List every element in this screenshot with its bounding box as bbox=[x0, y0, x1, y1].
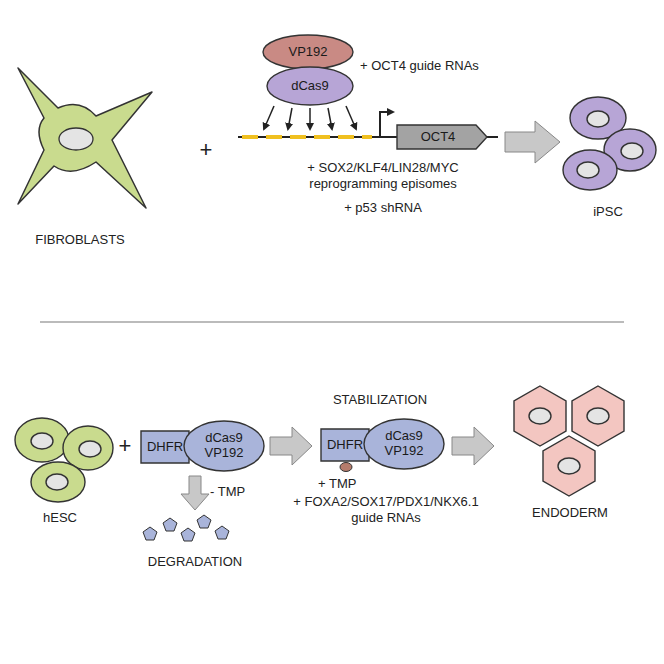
dcas9-vp192-protein: dCas9 VP192 bbox=[183, 420, 265, 472]
node-text: DHFR bbox=[147, 440, 183, 455]
cell-label: FIBROBLASTS bbox=[14, 232, 146, 248]
divider bbox=[40, 321, 624, 323]
process-arrow bbox=[505, 121, 560, 163]
node-text: VP192 bbox=[288, 45, 327, 60]
process-label: DEGRADATION bbox=[130, 554, 260, 570]
cell-label: hESC bbox=[20, 510, 100, 526]
plus-sign: + bbox=[195, 136, 217, 164]
vp192-domain: VP192 bbox=[262, 34, 354, 70]
reagent-label: + p53 shRNA bbox=[285, 200, 481, 216]
node-text: OCT4 bbox=[421, 130, 456, 145]
degraded-fragments bbox=[143, 515, 229, 541]
condition-label: + TMP bbox=[318, 476, 388, 492]
dhfr-domain: DHFR bbox=[320, 428, 370, 462]
cell-label: ENDODERM bbox=[508, 505, 632, 521]
hesc-cells bbox=[15, 418, 113, 502]
node-text: dCas9 VP192 bbox=[192, 431, 256, 461]
dhfr-domain: DHFR bbox=[140, 430, 190, 464]
dcas9-vp192-protein: dCas9 VP192 bbox=[363, 418, 445, 470]
endoderm-cells bbox=[514, 386, 624, 496]
cell-label: iPSC bbox=[568, 204, 648, 220]
reagent-label: + OCT4 guide RNAs bbox=[360, 58, 500, 74]
process-arrow bbox=[452, 427, 494, 465]
condition-label: - TMP bbox=[210, 484, 270, 500]
tmp-molecule bbox=[340, 463, 352, 472]
reagent-label: + FOXA2/SOX17/PDX1/NKX6.1 guide RNAs bbox=[286, 494, 486, 527]
gene-box: OCT4 bbox=[396, 124, 488, 150]
process-arrow bbox=[181, 476, 209, 510]
fibroblast-cell bbox=[18, 68, 152, 208]
process-arrow bbox=[270, 427, 312, 465]
reagent-label: + SOX2/KLF4/LIN28/MYC reprogramming epis… bbox=[285, 160, 481, 193]
node-text: dCas9 VP192 bbox=[372, 429, 436, 459]
plus-sign: + bbox=[114, 432, 136, 460]
node-text: DHFR bbox=[327, 438, 363, 453]
process-label: STABILIZATION bbox=[310, 392, 450, 408]
binding-arrows bbox=[264, 106, 356, 129]
ipsc-cells bbox=[563, 97, 656, 190]
node-text: dCas9 bbox=[291, 79, 329, 94]
dcas9-protein: dCas9 bbox=[266, 66, 354, 106]
